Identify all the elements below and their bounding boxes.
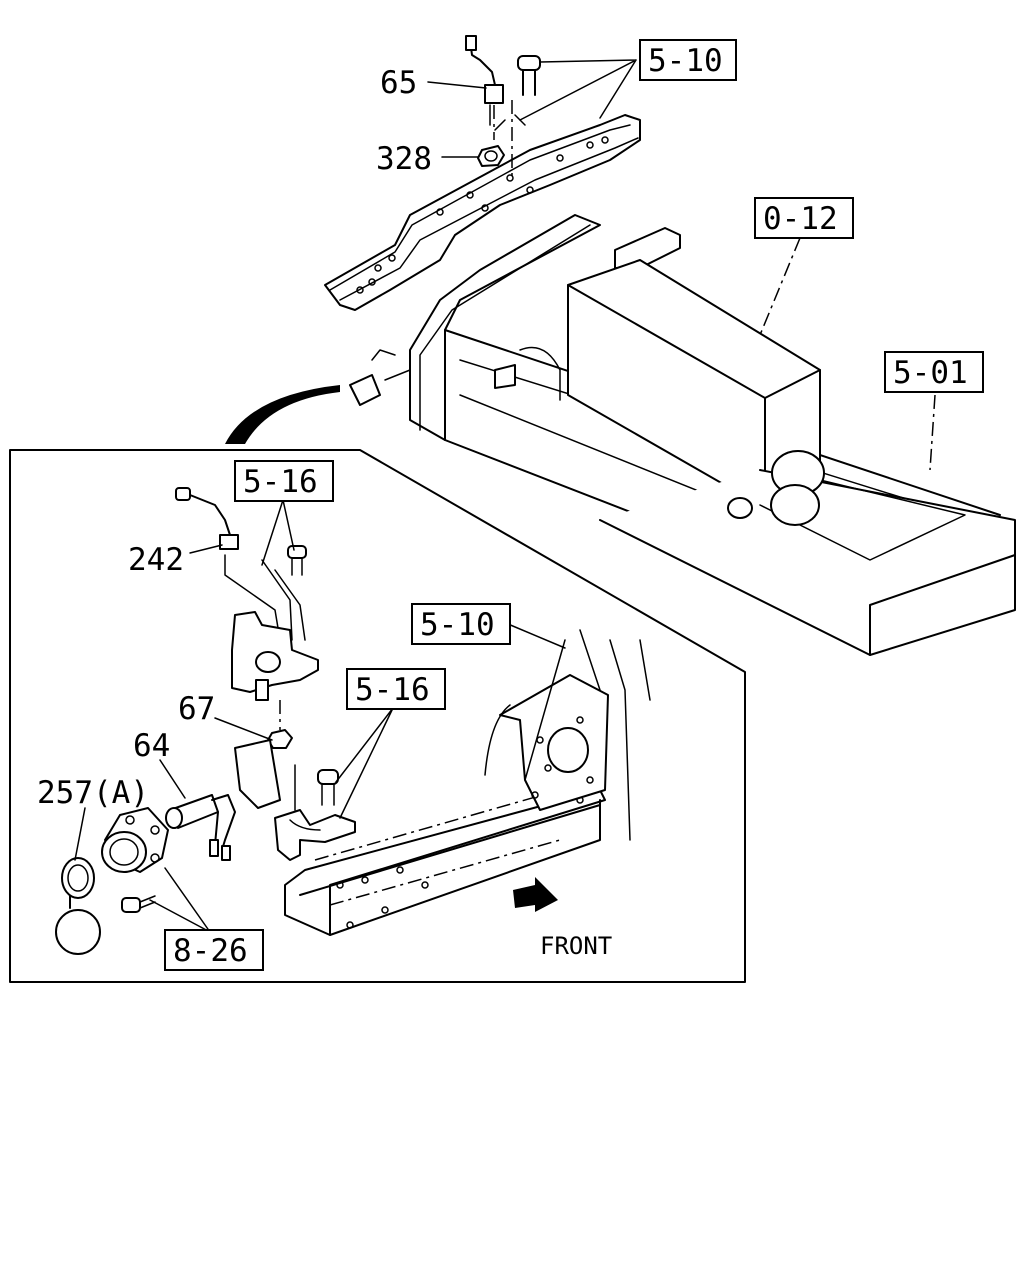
part-328-nut xyxy=(477,145,505,167)
leader-516-lower xyxy=(335,707,394,819)
rail-holes xyxy=(336,796,584,929)
part-64-switch xyxy=(165,794,236,861)
ref-box-5-01 xyxy=(884,351,984,393)
ref-box-5-16-lower xyxy=(346,668,446,710)
ref-5-16-lower: 5-16 xyxy=(355,672,430,708)
detail-rail xyxy=(284,629,651,936)
ref-8-26: 8-26 xyxy=(173,933,248,969)
part-257-cap xyxy=(55,857,101,955)
callout-257a: 257(A) xyxy=(37,775,149,811)
bolt-516-upper xyxy=(287,545,307,576)
leader-65 xyxy=(427,81,487,89)
upper-bracket xyxy=(231,559,319,701)
leader-257 xyxy=(74,807,86,861)
leader-67 xyxy=(214,717,273,741)
callout-65: 65 xyxy=(380,65,417,101)
callout-328: 328 xyxy=(376,141,432,177)
leader-510-top xyxy=(519,59,637,121)
part-67-nut xyxy=(267,700,293,749)
ref-5-10-inset: 5-10 xyxy=(420,607,495,643)
ref-box-5-10-inset xyxy=(411,603,511,645)
crossmember-holes xyxy=(356,136,609,294)
leader-242 xyxy=(189,544,223,554)
detail-arrow xyxy=(225,385,340,444)
socket-housing xyxy=(101,807,169,913)
bolt-510-top xyxy=(511,55,541,180)
ref-5-16-upper: 5-16 xyxy=(243,464,318,500)
frame-rail-assembly xyxy=(324,114,1016,656)
leader-510-inset xyxy=(507,623,566,649)
part-65-sensor xyxy=(465,35,526,140)
detail-frame xyxy=(9,449,746,983)
leader-826 xyxy=(149,867,211,933)
ref-box-5-10-top xyxy=(639,39,737,81)
ref-box-5-16-upper xyxy=(234,460,334,502)
leader-64 xyxy=(159,759,186,799)
ref-5-10-top: 5-10 xyxy=(648,43,723,79)
callout-64: 64 xyxy=(133,728,170,764)
front-arrow xyxy=(513,877,558,912)
leader-501 xyxy=(929,394,936,471)
ref-box-8-26 xyxy=(164,929,264,971)
leader-516-upper xyxy=(261,499,295,566)
part-242-sensor xyxy=(175,487,281,641)
callout-242: 242 xyxy=(128,542,184,578)
leader-012 xyxy=(759,237,801,336)
lower-bracket xyxy=(274,764,356,861)
callout-67: 67 xyxy=(178,691,215,727)
gasket-plate xyxy=(234,739,281,809)
ref-box-0-12 xyxy=(754,197,854,239)
ref-5-01: 5-01 xyxy=(893,355,968,391)
front-label: FRONT xyxy=(540,932,612,960)
ref-0-12: 0-12 xyxy=(763,201,838,237)
